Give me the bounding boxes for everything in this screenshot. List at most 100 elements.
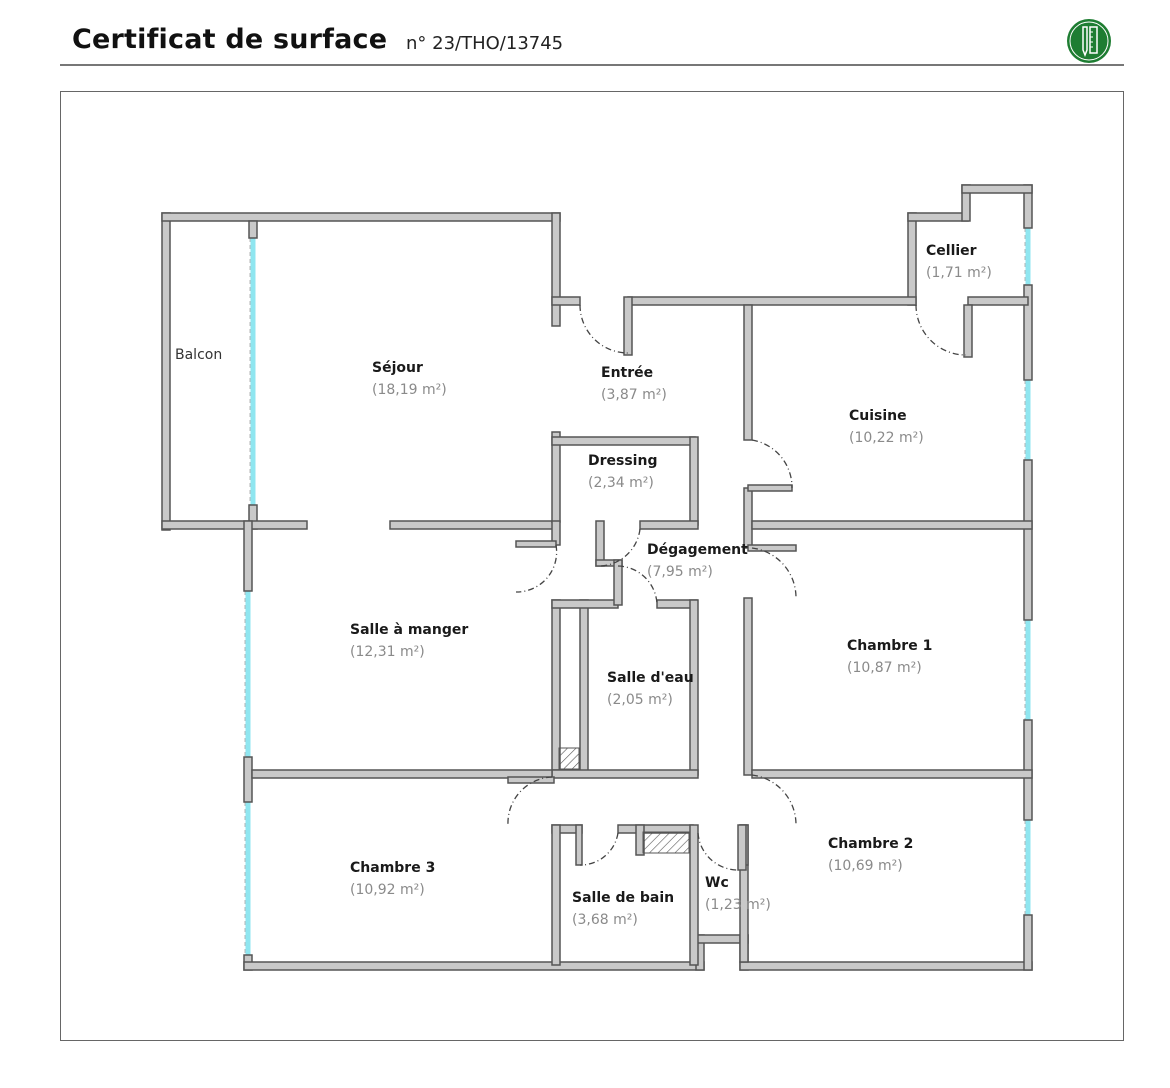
room-chambre-2: Chambre 2 (10,69 m²) bbox=[828, 833, 913, 877]
wall bbox=[389, 520, 556, 530]
wall bbox=[737, 824, 747, 871]
wall bbox=[907, 212, 969, 222]
room-chambre-3: Chambre 3 (10,92 m²) bbox=[350, 857, 435, 901]
wall bbox=[961, 184, 1033, 194]
wall bbox=[579, 599, 589, 776]
door-swing bbox=[697, 832, 739, 871]
wall bbox=[551, 769, 699, 779]
room-name: Dégagement bbox=[647, 542, 748, 558]
wall bbox=[551, 296, 581, 306]
room-area: (10,87 m²) bbox=[847, 660, 922, 676]
room-name: Entrée bbox=[601, 365, 654, 381]
pen-ruler-icon bbox=[1067, 19, 1111, 63]
room-entree: Entrée (3,87 m²) bbox=[601, 362, 667, 406]
wall bbox=[689, 436, 699, 526]
wall bbox=[747, 484, 793, 492]
wall bbox=[551, 599, 619, 609]
door-swing bbox=[579, 832, 619, 866]
wall bbox=[161, 212, 561, 222]
document-title: Certificat de surface bbox=[72, 24, 388, 55]
certificate-number: n° 23/THO/13745 bbox=[406, 33, 564, 54]
room-salle-d-eau: Salle d'eau (2,05 m²) bbox=[607, 667, 694, 711]
room-area: (7,95 m²) bbox=[647, 564, 713, 580]
wall bbox=[1023, 284, 1033, 381]
wall bbox=[747, 544, 797, 552]
room-name: Salle à manger bbox=[350, 622, 469, 638]
wall bbox=[751, 520, 1033, 530]
room-name: Balcon bbox=[175, 347, 223, 363]
wall bbox=[551, 824, 561, 966]
room-area: (10,22 m²) bbox=[849, 430, 924, 446]
door-swing bbox=[507, 776, 553, 826]
room-area: (1,23 m²) bbox=[705, 897, 771, 913]
room-name: Dressing bbox=[588, 453, 658, 469]
wall bbox=[551, 599, 561, 771]
wall bbox=[639, 520, 699, 530]
wall bbox=[623, 296, 633, 356]
wall bbox=[963, 304, 973, 358]
wall bbox=[161, 212, 171, 531]
room-area: (3,68 m²) bbox=[572, 912, 638, 928]
room-cuisine: Cuisine (10,22 m²) bbox=[849, 405, 924, 449]
room-dressing: Dressing (2,34 m²) bbox=[588, 450, 657, 494]
door-swing bbox=[751, 547, 797, 599]
wall bbox=[243, 961, 705, 971]
header-divider bbox=[60, 64, 1124, 66]
wall bbox=[743, 597, 753, 776]
room-area: (10,69 m²) bbox=[828, 858, 903, 874]
room-area: (12,31 m²) bbox=[350, 644, 425, 660]
room-area: (2,05 m²) bbox=[607, 692, 673, 708]
room-name: Chambre 1 bbox=[847, 638, 933, 654]
door-swing bbox=[915, 304, 967, 356]
room-degagement: Dégagement (7,95 m²) bbox=[647, 539, 748, 583]
wall bbox=[248, 220, 258, 239]
plan-frame bbox=[60, 91, 1124, 1041]
wall bbox=[739, 961, 1033, 971]
duct-shaft bbox=[558, 747, 580, 770]
door-swing bbox=[617, 565, 658, 605]
room-wc: Wc (1,23 m²) bbox=[705, 872, 771, 916]
duct-shaft bbox=[642, 831, 690, 854]
wall bbox=[161, 520, 308, 530]
wall bbox=[251, 769, 553, 779]
door-swing bbox=[599, 528, 641, 567]
room-name: Cellier bbox=[926, 243, 977, 259]
room-salle-de-bain: Salle de bain (3,68 m²) bbox=[572, 887, 674, 931]
wall bbox=[967, 296, 1029, 306]
door-swing bbox=[751, 774, 797, 826]
room-name: Salle d'eau bbox=[607, 670, 694, 686]
room-area: (10,92 m²) bbox=[350, 882, 425, 898]
room-name: Cuisine bbox=[849, 408, 907, 424]
room-name: Séjour bbox=[372, 360, 423, 376]
room-area: (18,19 m²) bbox=[372, 382, 447, 398]
room-balcon: Balcon bbox=[175, 344, 222, 366]
wall bbox=[751, 769, 1033, 779]
room-area: (2,34 m²) bbox=[588, 475, 654, 491]
wall bbox=[1023, 459, 1033, 621]
wall bbox=[743, 304, 753, 441]
wall bbox=[515, 540, 557, 548]
wall bbox=[243, 520, 253, 592]
door-swing bbox=[579, 304, 629, 354]
room-sejour: Séjour (18,19 m²) bbox=[372, 357, 447, 401]
wall bbox=[575, 824, 583, 866]
room-chambre-1: Chambre 1 (10,87 m²) bbox=[847, 635, 932, 679]
room-cellier: Cellier (1,71 m²) bbox=[926, 240, 992, 284]
door-swing bbox=[515, 544, 558, 593]
wall bbox=[243, 756, 253, 803]
room-name: Chambre 3 bbox=[350, 860, 436, 876]
door-swing bbox=[751, 439, 793, 489]
room-salle-a-manger: Salle à manger (12,31 m²) bbox=[350, 619, 468, 663]
wall bbox=[613, 559, 623, 606]
wall bbox=[1023, 914, 1033, 971]
wall bbox=[551, 436, 696, 446]
wall bbox=[627, 296, 917, 306]
wall bbox=[907, 212, 917, 306]
wall bbox=[689, 824, 699, 966]
room-area: (3,87 m²) bbox=[601, 387, 667, 403]
room-name: Wc bbox=[705, 875, 729, 891]
room-name: Salle de bain bbox=[572, 890, 675, 906]
room-name: Chambre 2 bbox=[828, 836, 914, 852]
wall bbox=[551, 212, 561, 327]
